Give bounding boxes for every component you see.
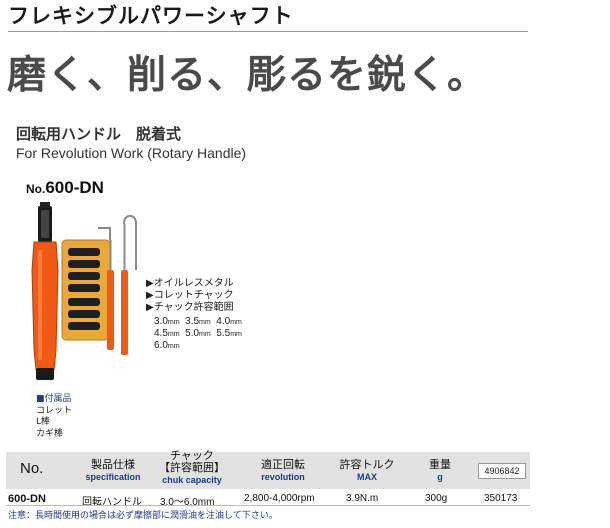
feature-item: ▶コレットチャック <box>146 290 234 301</box>
col-torque-en: MAX <box>357 472 377 482</box>
l-rod <box>98 227 114 350</box>
size-unit: mm <box>167 343 180 350</box>
product-illustration <box>31 202 137 380</box>
row-code: 350173 <box>484 493 518 504</box>
size-unit: mm <box>230 331 242 338</box>
subtitle-en: For Revolution Work (Rotary Handle) <box>16 145 247 161</box>
feature-item: ▶オイルレスメタル <box>146 278 234 289</box>
accessory-item: カギ棒 <box>36 428 64 439</box>
size-value: 4.5 <box>154 328 168 339</box>
accessory-item: コレット <box>36 405 73 416</box>
jan-code-prefix: 4906842 <box>478 463 526 479</box>
chuck-size-list: 3.0mm 3.5mm 4.0mm 4.5mm 5.0mm 5.5mm 6.0m… <box>154 316 242 352</box>
model-code: 600-DN <box>45 178 104 197</box>
row-torque: 3.9N.m <box>346 493 379 504</box>
row-spec: 回転ハンドル <box>82 497 142 508</box>
accessory-item: L棒 <box>36 417 51 427</box>
size-row: 4.5mm 5.0mm 5.5mm <box>154 328 242 340</box>
col-torque: 許容トルク MAX <box>336 456 398 482</box>
size-unit: mm <box>167 319 180 326</box>
size-value: 5.0 <box>185 328 200 339</box>
col-chuck: チャック 【許容範囲】 chuk capacity <box>154 450 230 486</box>
header-divider <box>8 31 528 32</box>
col-chuck-jp2: 【許容範囲】 <box>159 461 225 474</box>
col-no: No. <box>20 460 44 477</box>
size-unit: mm <box>199 319 211 326</box>
col-revolution-en: revolution <box>261 472 305 482</box>
row-revolution: 2,800-4,000rpm <box>244 493 315 504</box>
size-unit: mm <box>199 331 211 338</box>
size-unit: mm <box>230 319 242 326</box>
col-spec-en: specification <box>85 472 141 482</box>
model-prefix: No. <box>26 182 46 196</box>
col-chuck-en: chuk capacity <box>162 475 222 485</box>
size-value: 4.0 <box>216 316 231 327</box>
feature-list: ▶オイルレスメタル ▶コレットチャック ▶チャック許容範囲 <box>146 278 234 314</box>
col-weight-en: g <box>437 472 443 482</box>
col-chuck-jp: チャック <box>170 449 214 462</box>
size-value: 6.0 <box>154 340 168 351</box>
size-row: 3.0mm 3.5mm 4.0mm <box>154 316 242 328</box>
chuck-tip <box>38 202 52 242</box>
row-no: 600-DN <box>8 493 46 505</box>
col-revolution: 適正回転 revolution <box>248 456 318 482</box>
collet-tray <box>61 239 111 341</box>
col-weight-jp: 重量 <box>429 458 451 471</box>
table-divider <box>6 505 530 506</box>
accessories-list: ■付属品 コレット L棒 カギ棒 <box>36 394 72 440</box>
size-row: 6.0mm <box>154 340 242 352</box>
rotary-handle <box>31 241 59 380</box>
col-weight: 重量 g <box>420 456 460 482</box>
hook-rod <box>121 214 137 355</box>
subtitle-jp: 回転用ハンドル 脱着式 <box>16 125 182 143</box>
size-value: 3.5 <box>185 316 200 327</box>
size-unit: mm <box>167 331 180 338</box>
page-title: フレキシブルパワーシャフト <box>8 4 294 28</box>
col-spec: 製品仕様 specification <box>78 456 148 482</box>
row-weight: 300g <box>425 493 448 504</box>
model-number: No.600-DN <box>26 178 104 198</box>
caution-note: 注意：長時間使用の場合は必ず摩擦部に潤滑油を注油して下さい。 <box>8 511 278 521</box>
col-revolution-jp: 適正回転 <box>261 458 305 471</box>
col-spec-jp: 製品仕様 <box>91 458 135 471</box>
feature-item: ▶チャック許容範囲 <box>146 302 234 313</box>
size-value: 5.5 <box>216 328 231 339</box>
tagline: 磨く、削る、彫るを鋭く。 <box>7 53 488 98</box>
spec-table-header: No. 製品仕様 specification チャック 【許容範囲】 chuk … <box>6 450 530 489</box>
row-chuck: 3.0〜6.0mm <box>160 497 215 508</box>
accessories-title: ■付属品 <box>36 394 72 404</box>
size-value: 3.0 <box>154 316 168 327</box>
col-torque-jp: 許容トルク <box>339 458 395 471</box>
